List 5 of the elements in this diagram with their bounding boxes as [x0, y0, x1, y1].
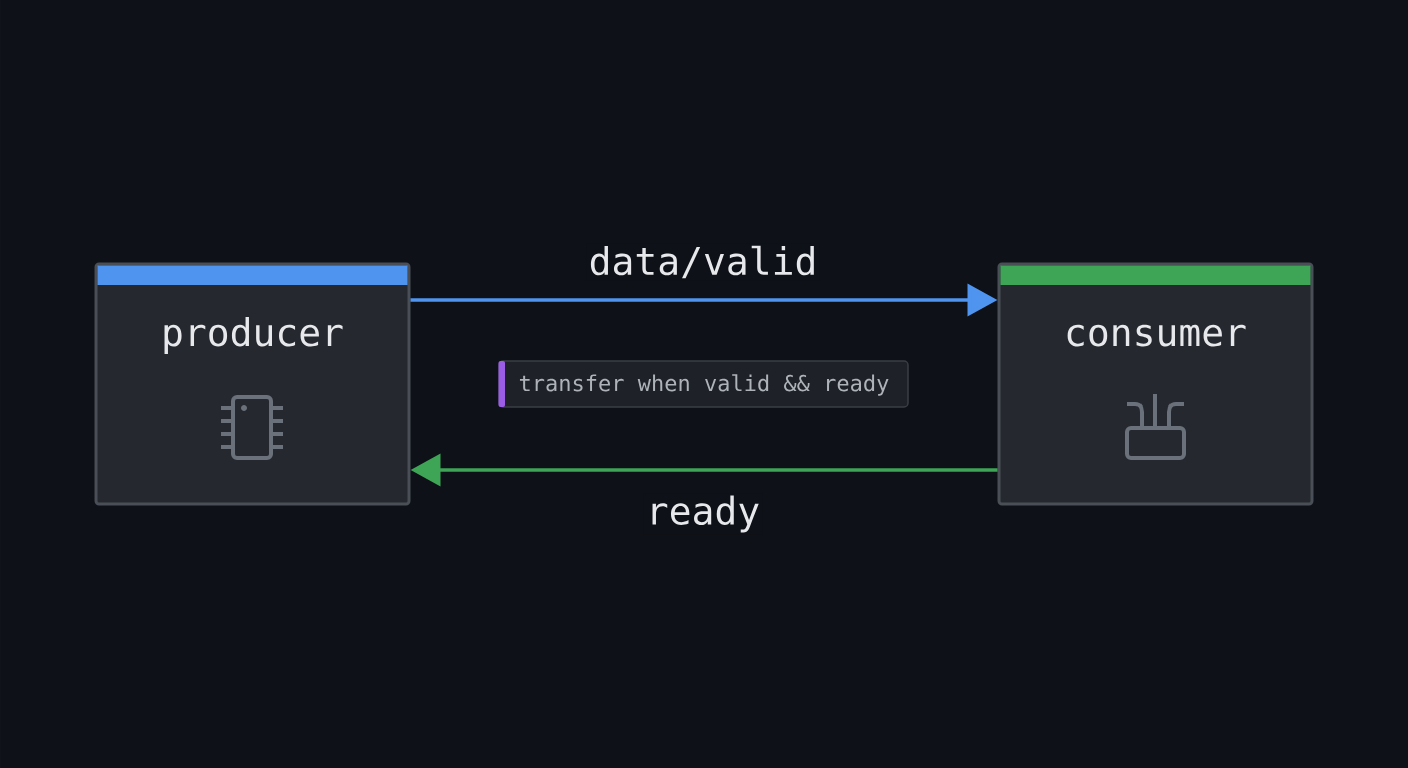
- edge-label: data/valid: [590, 245, 814, 279]
- edge-label: ready: [652, 495, 759, 533]
- note-box: transfer when valid && ready: [498, 360, 909, 408]
- block-box: producer: [94, 262, 411, 506]
- block-box: consumer: [997, 262, 1314, 506]
